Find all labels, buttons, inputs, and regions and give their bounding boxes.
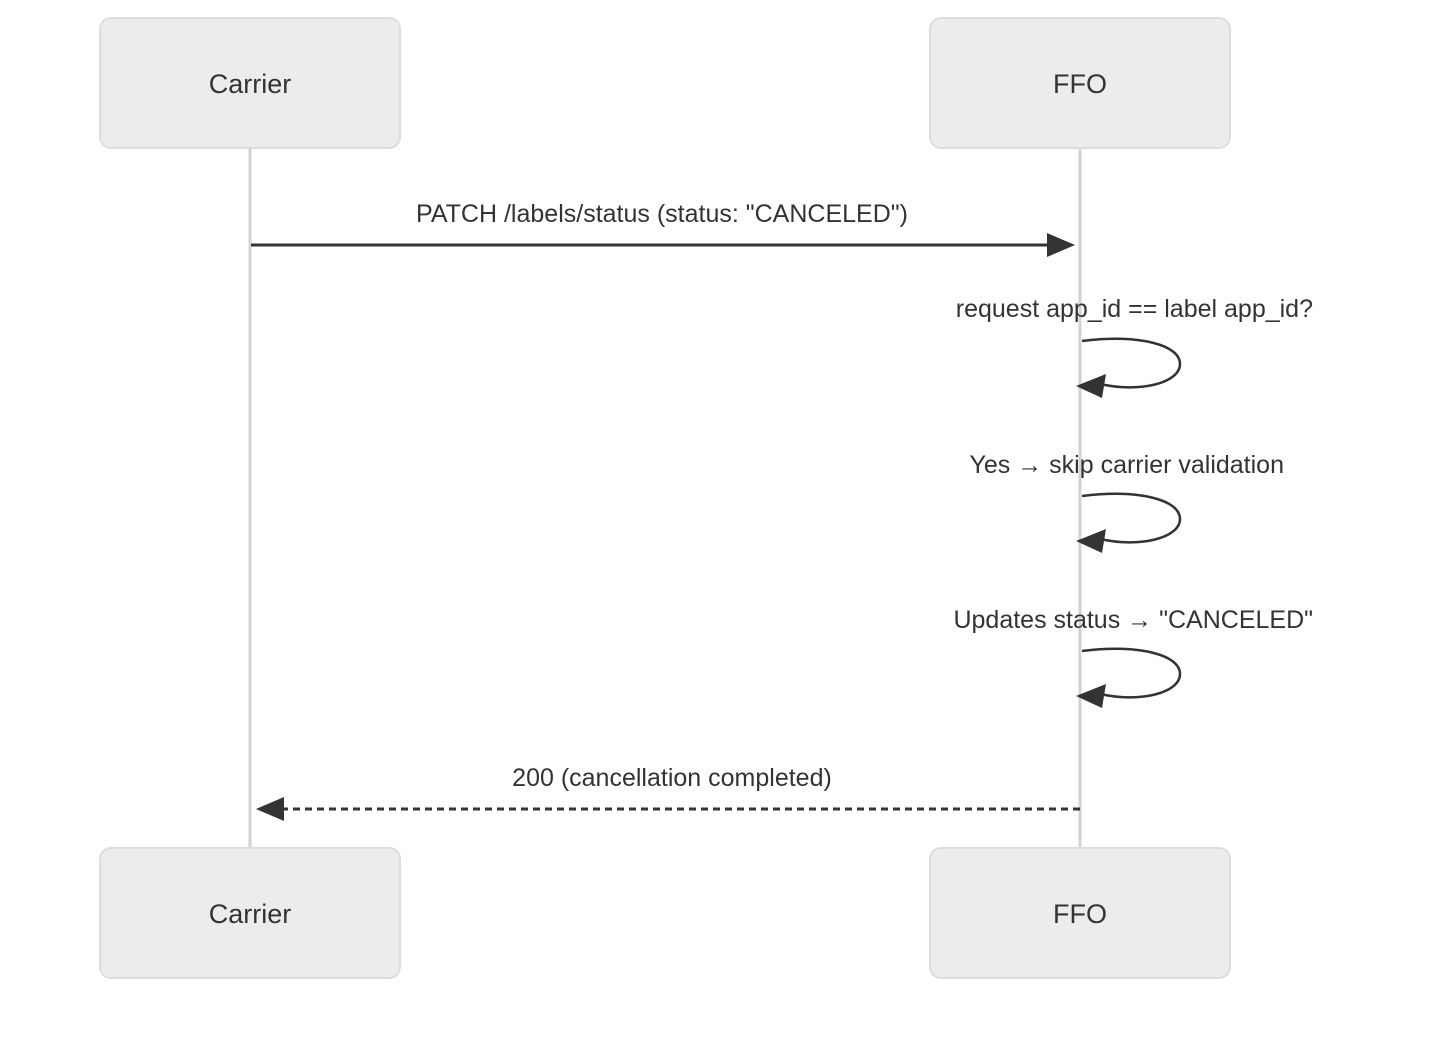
actor-bottom-ffo-box (929, 847, 1231, 979)
actor-top-carrier-label: Carrier (209, 69, 292, 99)
actor-top-ffo[interactable]: FFO (929, 17, 1231, 149)
actor-bottom-carrier[interactable]: Carrier (99, 847, 401, 979)
message-1-arrowhead-right (1047, 233, 1075, 257)
actor-top-carrier-box (99, 17, 401, 149)
message-1-label: PATCH /labels/status (status: "CANCELED"… (416, 200, 908, 228)
actor-top-ffo-label: FFO (1053, 69, 1107, 99)
actor-top-ffo-box (929, 17, 1231, 149)
message-1-patch-labels-status[interactable]: PATCH /labels/status (status: "CANCELED"… (251, 200, 1075, 257)
message-5-label: 200 (cancellation completed) (512, 764, 832, 792)
message-3-label: Yes → skip carrier validation (970, 451, 1285, 479)
message-3-skip-carrier-validation[interactable]: Yes → skip carrier validation (970, 451, 1285, 553)
actor-bottom-carrier-box (99, 847, 401, 979)
actor-bottom-carrier-label: Carrier (209, 899, 292, 929)
message-2-arrowhead-left (1076, 374, 1106, 398)
message-2-request-app-id-check[interactable]: request app_id == label app_id? (956, 295, 1313, 398)
message-5-200-cancellation-completed[interactable]: 200 (cancellation completed) (256, 764, 1080, 821)
message-4-updates-status-canceled[interactable]: Updates status → "CANCELED" (953, 606, 1313, 708)
message-4-arrowhead-left (1076, 684, 1106, 708)
actor-bottom-ffo[interactable]: FFO (929, 847, 1231, 979)
message-3-self-loop-arc (1081, 492, 1182, 544)
message-4-self-loop-arc (1081, 647, 1182, 699)
message-2-label: request app_id == label app_id? (956, 295, 1313, 323)
message-2-self-loop-arc (1081, 337, 1182, 389)
message-5-arrowhead-left (256, 797, 284, 821)
message-4-label: Updates status → "CANCELED" (953, 606, 1313, 634)
actor-top-carrier[interactable]: Carrier (99, 17, 401, 149)
message-3-arrowhead-left (1076, 529, 1106, 553)
actor-bottom-ffo-label: FFO (1053, 899, 1107, 929)
